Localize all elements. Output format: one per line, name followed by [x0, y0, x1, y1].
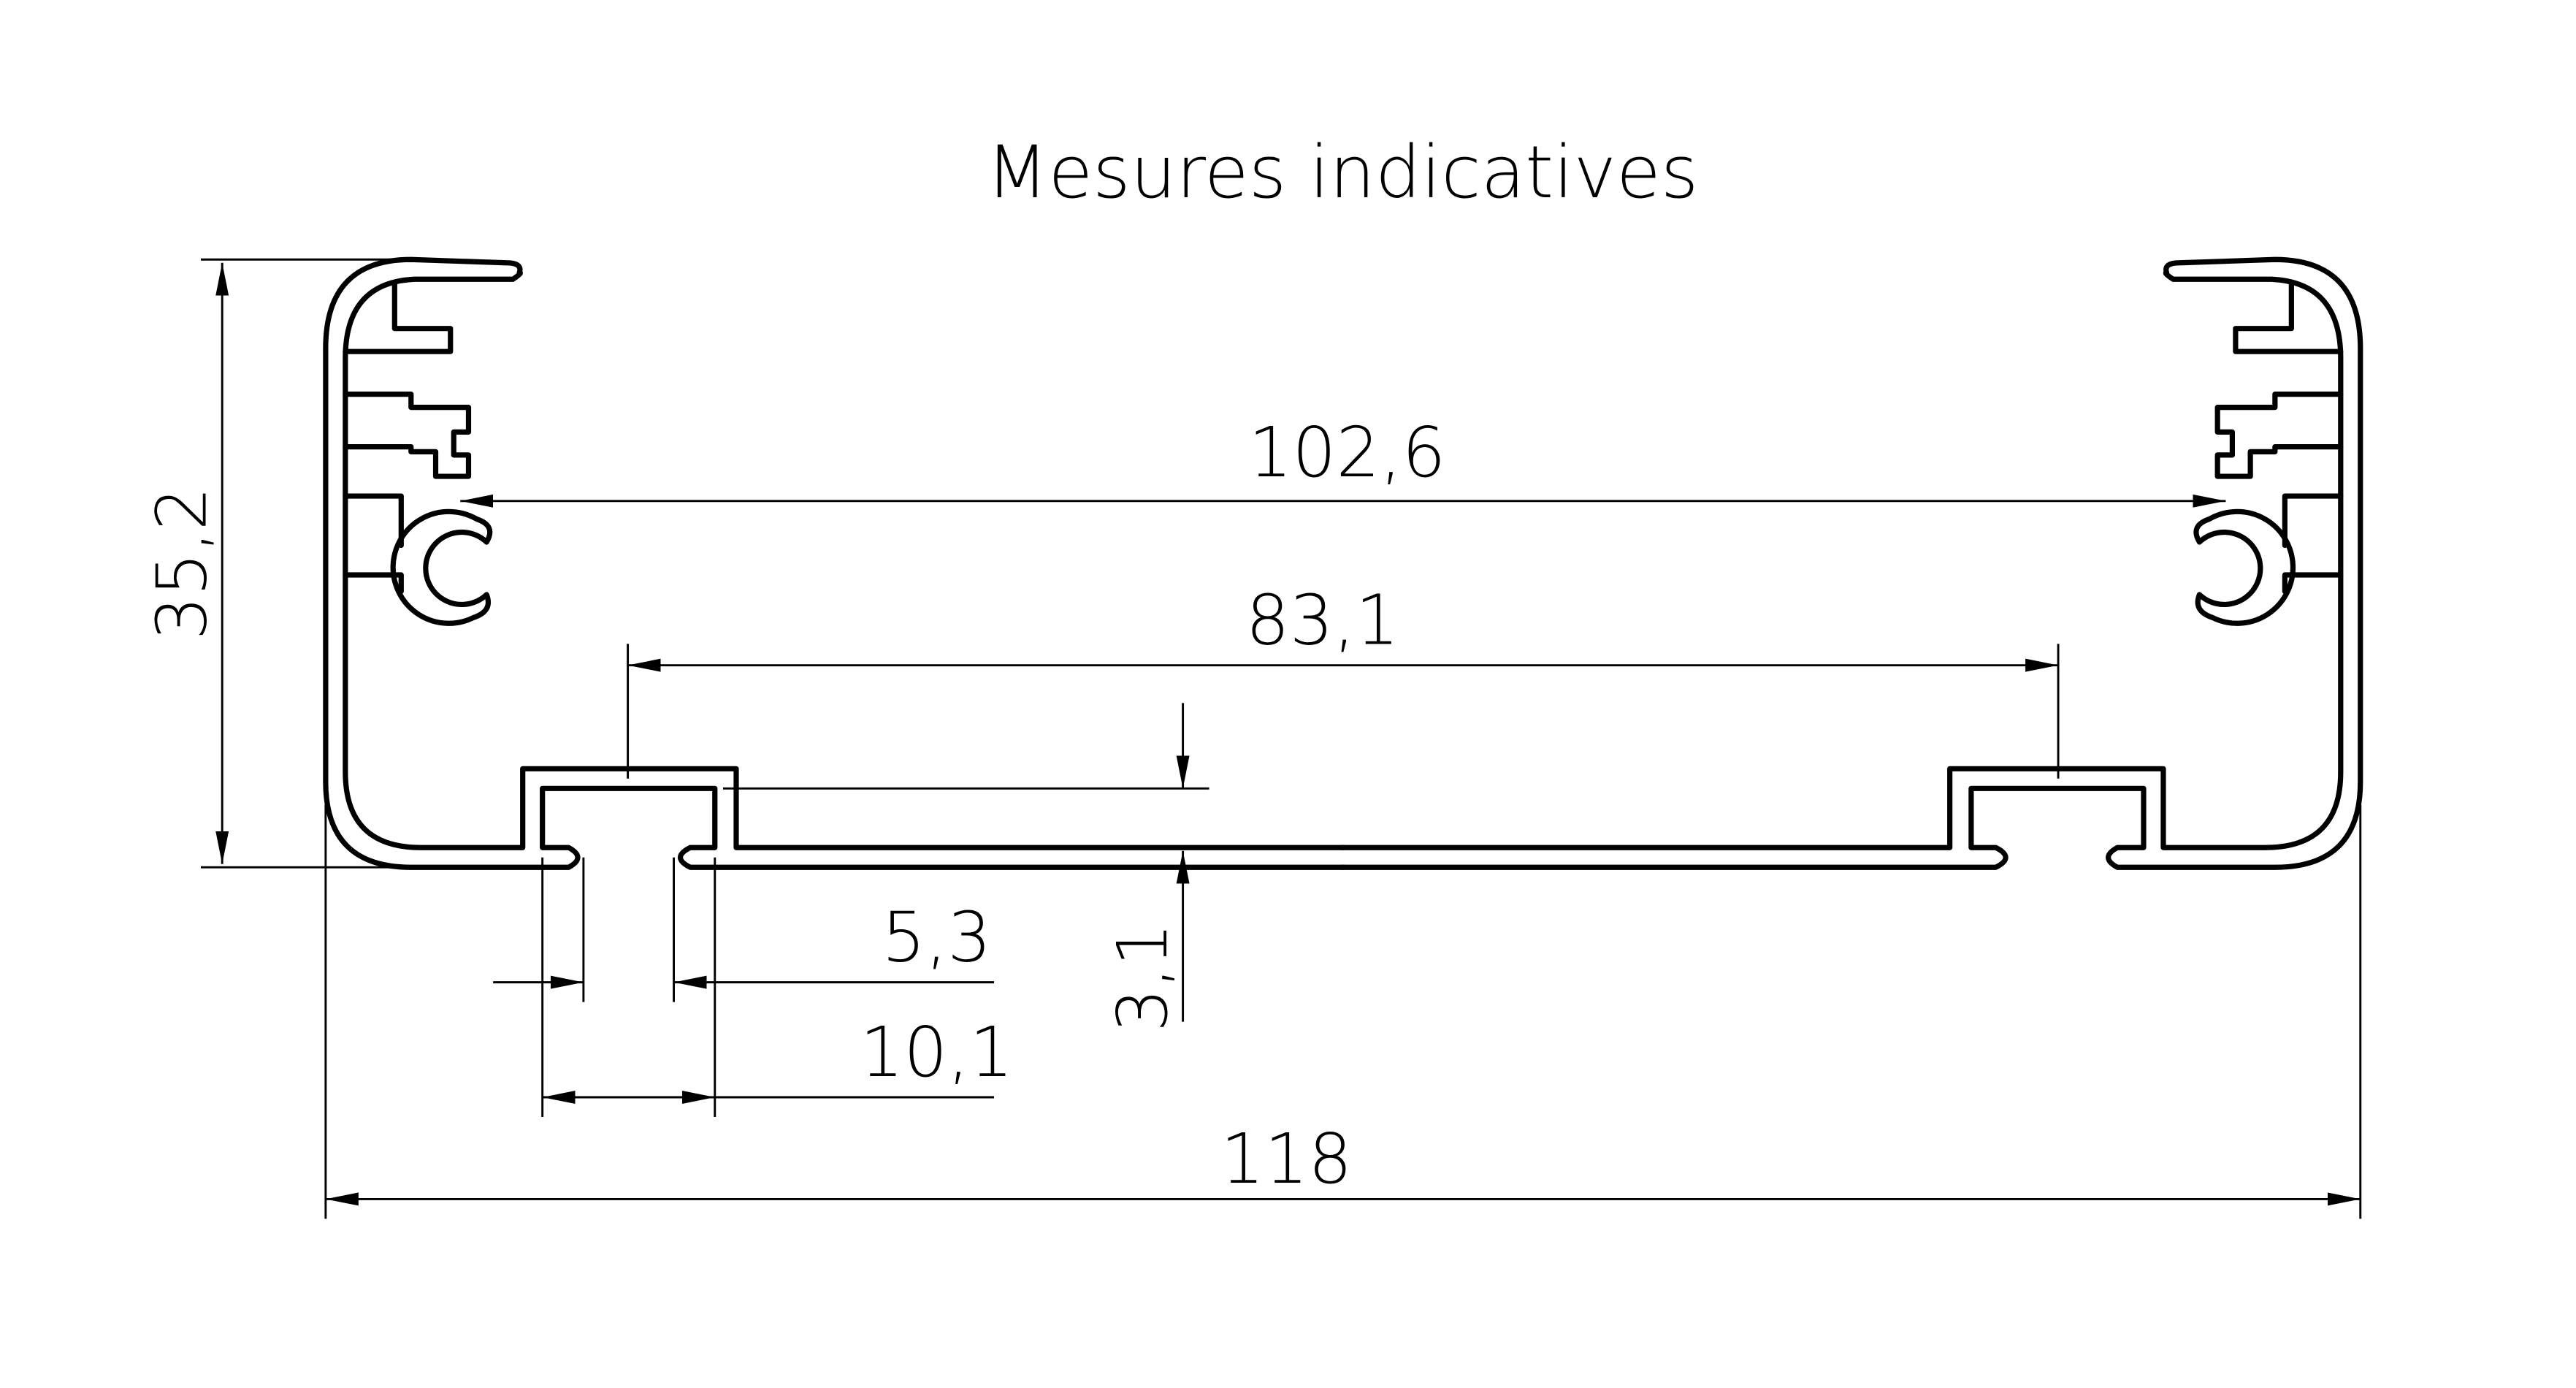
- profile-right-half: [1342, 259, 2361, 867]
- dim-label-10: 10,1: [860, 1013, 1013, 1093]
- dim-overall-width: 118: [324, 804, 2362, 1219]
- dim-label-height: 35,2: [142, 487, 223, 640]
- dim-label-3: 3,1: [1103, 923, 1183, 1032]
- dim-slot-depth: 3,1: [723, 703, 1209, 1032]
- dim-slot-spacing: 83,1: [627, 580, 2060, 779]
- dim-label-118: 118: [1220, 1119, 1352, 1200]
- dim-overall-height: 35,2: [142, 258, 411, 869]
- dim-inner-clip-width: 102,6: [460, 413, 2226, 508]
- dim-label-5: 5,3: [882, 897, 991, 977]
- dim-label-102: 102,6: [1248, 413, 1445, 493]
- dim-label-83: 83,1: [1246, 580, 1399, 660]
- dim-slot-width: 10,1: [541, 857, 1013, 1117]
- drawing-title: Mesures indicatives: [986, 131, 1698, 215]
- profile-left-half: [323, 256, 1347, 870]
- dim-slot-opening: 5,3: [493, 857, 995, 1002]
